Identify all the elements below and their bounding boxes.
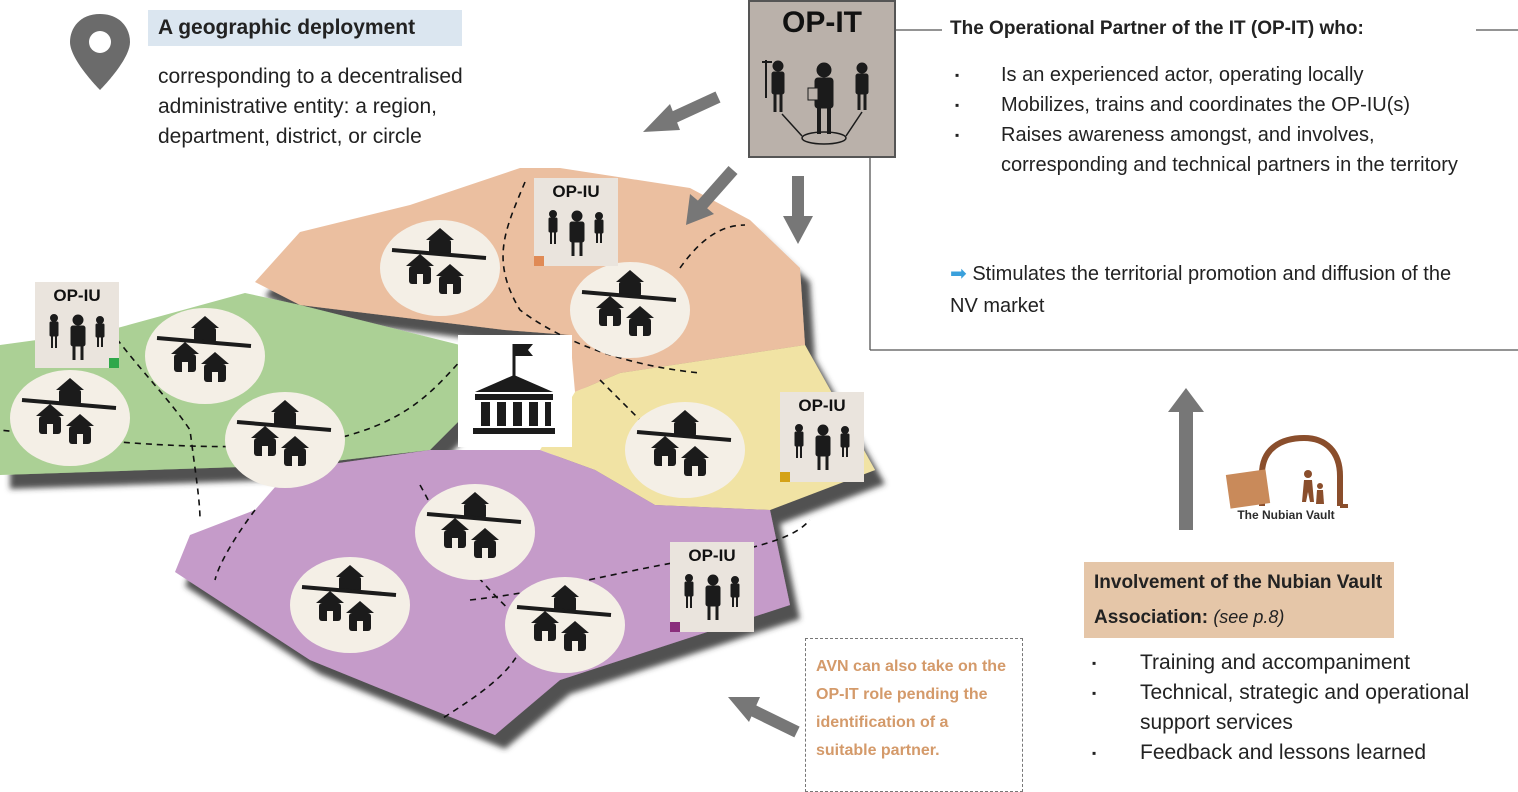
nubian-vault-logo (1225, 434, 1348, 509)
opiu-card-peach: OP-IU (534, 178, 618, 266)
people-network-icon (684, 574, 740, 620)
people-network-icon (794, 424, 850, 470)
arrow-avn-to-opit (1168, 388, 1204, 530)
list-item: Mobilizes, trains and coordinates the OP… (955, 90, 1495, 120)
zone-marker-green (109, 358, 119, 368)
arrow-opit-down-left (686, 166, 738, 225)
opit-outcome: ➡ Stimulates the territorial promotion a… (950, 258, 1470, 322)
avn-involvement-heading: Involvement of the Nubian Vault Associat… (1084, 562, 1394, 638)
arrow-opit-down (783, 176, 813, 244)
opit-bullet-list: Is an experienced actor, operating local… (955, 60, 1495, 180)
opiu-label: OP-IU (552, 182, 600, 201)
zone-marker-purple (670, 622, 680, 632)
opiu-label: OP-IU (53, 286, 101, 305)
list-item: Technical, strategic and operational sup… (1084, 678, 1504, 738)
village-huts-icon (8, 368, 132, 468)
village-huts-icon (413, 482, 537, 582)
list-item: Is an experienced actor, operating local… (955, 60, 1495, 90)
town-hall-icon (458, 335, 572, 447)
zone-purple (175, 450, 790, 735)
village-huts-icon (143, 306, 267, 406)
avn-page-reference: (see p.8) (1213, 607, 1285, 627)
opiu-card-purple: OP-IU (670, 542, 754, 632)
opit-heading: The Operational Partner of the IT (OP-IT… (950, 18, 1364, 39)
village-huts-icon (503, 575, 627, 675)
opiu-card-yellow: OP-IU (780, 392, 864, 482)
avn-bullet-list: Training and accompaniment Technical, st… (1084, 648, 1504, 768)
opit-label: OP-IT (782, 6, 862, 39)
village-huts-icon (568, 260, 692, 360)
zone-marker-yellow (780, 472, 790, 482)
arrow-opit-left (643, 91, 721, 132)
list-item: Feedback and lessons learned (1084, 738, 1504, 768)
opiu-card-green: OP-IU (35, 282, 119, 368)
avn-heading-text: Involvement of the Nubian Vault Associat… (1094, 572, 1383, 628)
people-network-icon (548, 210, 604, 256)
opiu-label: OP-IU (798, 396, 846, 415)
map-pin-icon (70, 14, 130, 90)
arrow-note-to-map (728, 697, 800, 738)
nubian-vault-logo-caption: The Nubian Vault (1237, 508, 1335, 522)
village-huts-icon (288, 555, 412, 655)
village-huts-icon (223, 390, 347, 490)
people-network-icon (762, 60, 869, 145)
zone-marker-peach (534, 256, 544, 266)
list-item: Raises awareness amongst, and involves, … (955, 120, 1495, 180)
opiu-label: OP-IU (688, 546, 736, 565)
geo-deployment-title: A geographic deployment (148, 10, 462, 46)
opit-outcome-text: Stimulates the territorial promotion and… (950, 263, 1452, 317)
village-huts-icon (378, 218, 502, 318)
village-huts-icon (623, 400, 747, 500)
list-item: Training and accompaniment (1084, 648, 1504, 678)
avn-note-box: AVN can also take on the OP-IT role pend… (805, 638, 1023, 792)
right-arrow-icon: ➡ (950, 263, 967, 285)
geo-deployment-description: corresponding to a decentralised adminis… (158, 65, 463, 148)
people-network-icon (49, 314, 105, 360)
